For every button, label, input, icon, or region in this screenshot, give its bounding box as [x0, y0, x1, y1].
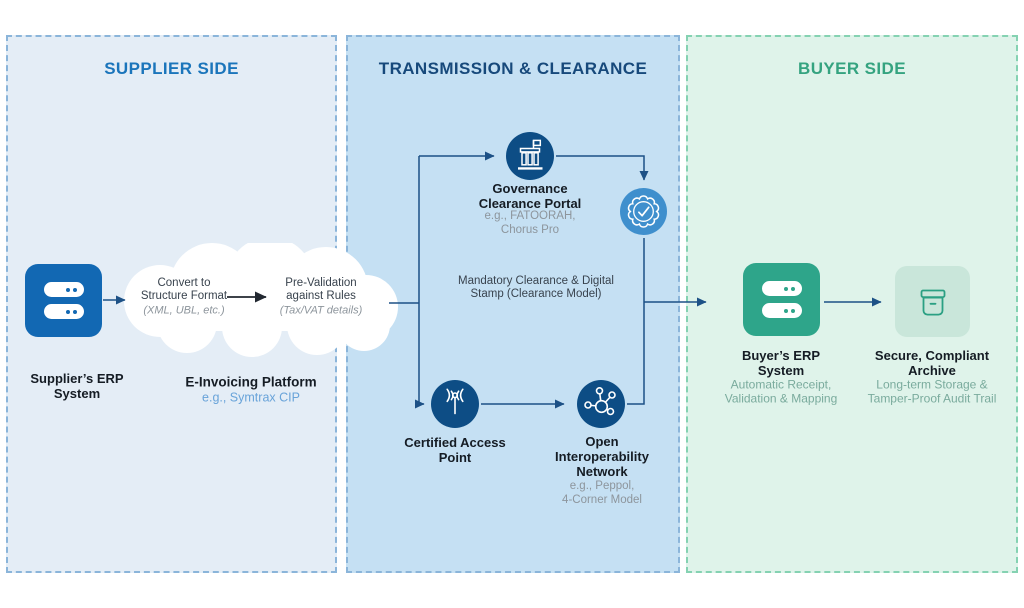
archive-label: Secure, Compliant Archive [874, 348, 990, 378]
cloud-shape [124, 243, 398, 357]
supplier-erp-label: Supplier’s ERP System [30, 371, 124, 401]
interoperability-network-sub: e.g., Peppol, 4-Corner Model [562, 480, 642, 506]
supplier-erp-icon [25, 264, 102, 337]
access-point-antenna-icon [431, 380, 479, 428]
approval-badge-icon [620, 188, 667, 235]
supplier-side-title: SUPPLIER SIDE [104, 59, 239, 78]
archive-sub: Long-term Storage & Tamper-Proof Audit T… [867, 377, 997, 406]
interoperability-network-label: Open Interoperability Network [555, 433, 649, 479]
cloud-step2-sub: (Tax/VAT details) [279, 304, 363, 317]
cloud-step1-label: Convert to Structure Format [140, 276, 228, 302]
einvoicing-platform-sub: e.g., Symtrax CIP [202, 390, 300, 405]
einvoicing-platform-label: E-Invoicing Platform [185, 374, 317, 390]
server-bar [761, 303, 802, 318]
archive-box-icon [895, 266, 970, 337]
governance-portal-icon [506, 132, 554, 180]
cloud-step1-sub: (XML, UBL, etc.) [143, 304, 225, 317]
certified-access-point-label: Certified Access Point [404, 435, 506, 465]
server-bar [761, 281, 802, 296]
governance-portal-label: Governance Clearance Portal [478, 181, 582, 211]
server-bar [43, 282, 84, 297]
transmission-clearance-title: TRANSMISSION & CLEARANCE [378, 59, 648, 78]
buyer-erp-icon [743, 263, 820, 336]
buyer-erp-label: Buyer’s ERP System [741, 348, 821, 378]
interoperability-network-icon [577, 380, 625, 428]
server-bar [43, 304, 84, 319]
buyer-side-title: BUYER SIDE [798, 59, 906, 78]
buyer-erp-sub: Automatic Receipt, Validation & Mapping [724, 377, 838, 406]
governance-portal-sub: e.g., FATOORAH, Chorus Pro [484, 210, 576, 236]
cloud-step2-label: Pre-Validation against Rules [285, 276, 357, 302]
clearance-note: Mandatory Clearance & Digital Stamp (Cle… [458, 274, 614, 300]
